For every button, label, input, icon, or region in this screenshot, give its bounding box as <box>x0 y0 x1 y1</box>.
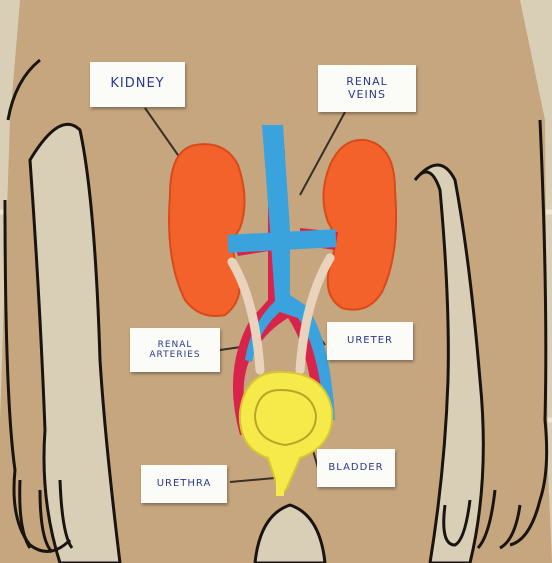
label-ureter-line-1: URETER <box>347 335 393 347</box>
label-renal-arteries-line-2: ARTERIES <box>149 350 200 360</box>
label-ureter: URETER <box>327 322 413 360</box>
label-renal-veins-line-1: RENAL <box>346 76 387 89</box>
right-kidney <box>323 140 396 310</box>
label-bladder: BLADDER <box>317 449 395 487</box>
label-urethra: URETHRA <box>141 465 227 503</box>
urethra <box>276 478 284 496</box>
label-renal-arteries: RENAL ARTERIES <box>130 328 220 372</box>
label-kidney-line-1: KIDNEY <box>110 77 164 92</box>
label-urethra-line-1: URETHRA <box>157 478 212 490</box>
label-bladder-line-1: BLADDER <box>328 462 383 474</box>
label-renal-veins: RENAL VEINS <box>318 65 416 112</box>
label-renal-veins-line-2: VEINS <box>348 89 386 102</box>
label-kidney: KIDNEY <box>90 62 185 107</box>
label-renal-arteries-line-1: RENAL <box>158 340 193 350</box>
left-kidney <box>169 144 245 316</box>
